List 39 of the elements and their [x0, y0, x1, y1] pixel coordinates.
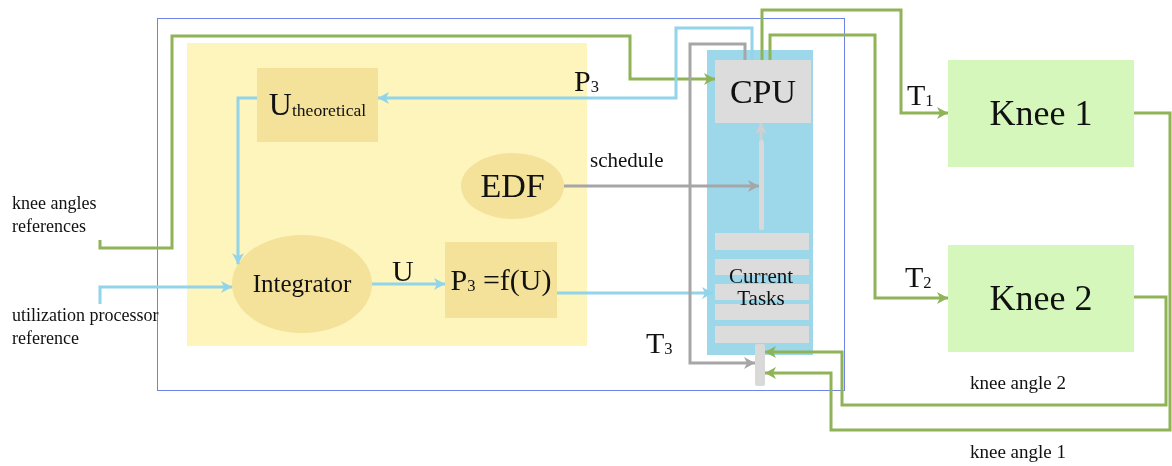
edge-label: schedule	[590, 150, 664, 171]
arrow	[232, 96, 257, 265]
arrow	[564, 180, 759, 192]
edge-label: T$_{1}$	[907, 80, 934, 110]
arrow	[98, 281, 233, 304]
arrow	[768, 33, 948, 304]
edge-label: T$_{2}$	[905, 262, 932, 292]
outer-frame	[157, 18, 845, 391]
knee-box	[948, 245, 1134, 352]
cpu-panel	[707, 50, 813, 355]
node-label: Integrator	[252, 270, 352, 298]
arrow	[557, 287, 713, 299]
edge-label: P$_{3}$	[574, 66, 599, 96]
process-box	[445, 242, 557, 318]
node-label: Current Tasks	[727, 264, 795, 310]
node-label: CPU	[729, 73, 797, 110]
cpu-box	[715, 60, 811, 123]
edge-label: knee angle 2	[970, 373, 1066, 392]
node-label: EDF	[480, 168, 545, 204]
knee-box	[948, 60, 1134, 167]
node-label: Knee 2	[989, 279, 1093, 318]
arrow	[372, 278, 445, 290]
arrow	[688, 42, 755, 369]
edge-label: T$_{3}$	[646, 328, 673, 358]
input-label: knee angles references	[12, 192, 130, 240]
process-box	[257, 68, 378, 142]
input-bar	[755, 344, 765, 386]
arrow	[98, 34, 715, 250]
signal-bar	[759, 140, 764, 230]
edge-label: knee angle 1	[970, 442, 1066, 461]
task-queue-drawing	[713, 230, 809, 344]
edge-label: U	[392, 256, 414, 286]
arrow	[755, 123, 767, 140]
arrow	[378, 26, 754, 104]
node-label: Knee 1	[989, 94, 1093, 133]
arrow	[765, 295, 1168, 407]
arrow	[760, 8, 948, 119]
arrow	[765, 111, 1172, 432]
node-label: P$_{3}$ =f(U)	[450, 264, 552, 296]
